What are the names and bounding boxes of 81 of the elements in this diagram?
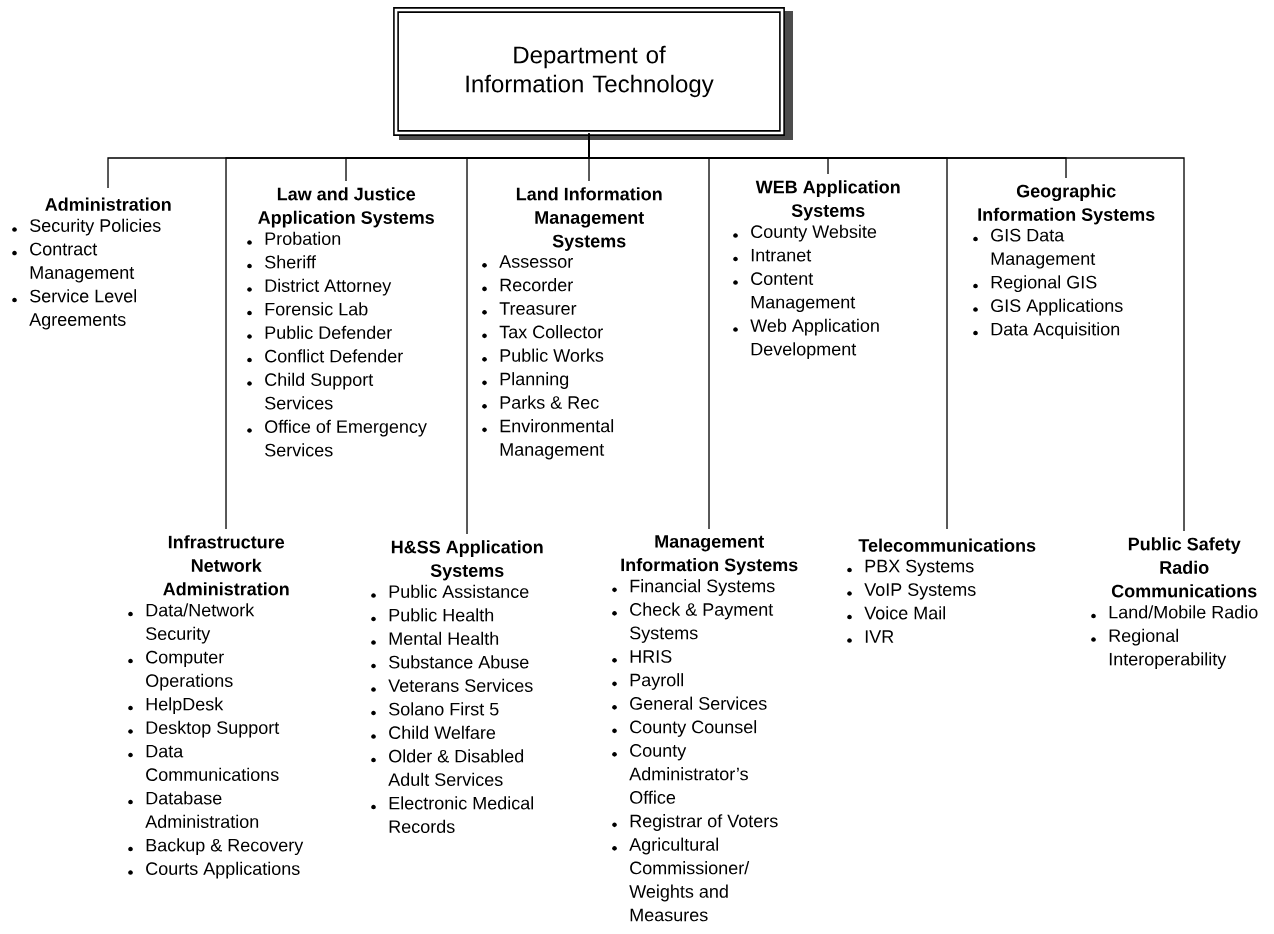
department-list: H&SS Application Systems Public Assistance Public Health Mental Health Substance Abuse Veterans Services Solano First 5 Child Welfare Older & Disabled Adult Services Electronic Medical Records — [371, 540, 543, 833]
node-label: Office of Emergency Services — [265, 419, 427, 457]
node-label: Desktop Support — [146, 720, 280, 738]
node-label: HelpDesk — [146, 697, 224, 715]
node-label: HRIS — [630, 650, 672, 663]
node-label: Management Information Systems — [621, 535, 798, 575]
node-label: General Services — [630, 696, 767, 710]
node-label: Web Application Development — [750, 318, 879, 360]
node-label: Solano First 5 — [389, 702, 499, 716]
node-label: Environmental Management — [500, 419, 614, 460]
department-list: WEB Application Systems County Website Intranet Content Management Web Application Development — [733, 180, 900, 360]
node-label: Public Safety Radio Communications — [1111, 537, 1257, 598]
node-label: Public Assistance — [389, 584, 529, 599]
node-label: Courts Applications — [146, 861, 300, 879]
node-label: Sheriff — [265, 255, 316, 269]
department-list: Infrastructure Network Administration Data/Network Security Computer Operations HelpDesk Desktop Support Data Communications Database Administration Backup & Recovery Courts Applications — [128, 535, 304, 879]
department-list: Administration Security Policies Contract Management Service Level Agreements — [12, 197, 171, 330]
node-label: Security Policies — [30, 218, 161, 236]
node-label: Public Health — [389, 608, 494, 622]
node-label: Tax Collector — [499, 325, 603, 339]
node-label: Agricultural Commissioner/ Weights and Measures — [629, 837, 750, 922]
node-label: Database Administration — [145, 791, 259, 828]
node-label: Telecommunications — [858, 538, 1036, 552]
node-label: Registrar of Voters — [630, 814, 778, 831]
department-list: Land Information Management Systems Assessor Recorder Treasurer Tax Collector Public Works Planning Parks & Rec Environmental Management — [482, 187, 662, 460]
node-label: Regional GIS — [991, 275, 1097, 293]
node-label: Service Level Agreements — [29, 289, 137, 330]
node-label: Veterans Services — [388, 678, 533, 692]
node-label: Contract Management — [30, 242, 135, 283]
node-label: Substance Abuse — [389, 655, 529, 669]
node-label: H&SS Application Systems — [391, 540, 543, 581]
connector-line — [588, 133, 1185, 532]
node-label: Administration — [45, 197, 171, 211]
department-list: Telecommunications PBX Systems VoIP Systems Voice Mail IVR — [847, 538, 1036, 643]
department-list: Law and Justice Application Systems Probation Sheriff District Attorney Forensic Lab Public Defender Conflict Defender Child Support Services Office of Emergency Services — [247, 187, 434, 457]
node-label: Infrastructure Network Administration — [163, 535, 289, 596]
node-label: Probation — [265, 231, 341, 246]
node-label: Parks & Rec — [500, 395, 599, 409]
node-label: Assessor — [499, 255, 573, 268]
node-label: Recorder — [500, 278, 573, 292]
node-label: Electronic Medical Records — [389, 796, 534, 833]
department-list: Management Information Systems Financial Systems Check & Payment Systems HRIS Payroll General Services County Counsel County Administrator’s Office Registrar of Voters Agricultural Commissioner/ Weights and Measures — [612, 535, 798, 922]
node-label: Data Acquisition — [991, 322, 1120, 340]
node-label: Check & Payment Systems — [630, 602, 774, 643]
node-label: Conflict Defender — [265, 349, 403, 363]
node-label: District Attorney — [265, 278, 392, 296]
department-list: Public Safety Radio Communications Land/Mobile Radio Regional Interoperability — [1091, 537, 1258, 670]
node-label: Public Works — [500, 348, 604, 362]
node-label: Child Welfare — [389, 725, 496, 739]
node-label: Data/Network Security — [146, 603, 255, 644]
node-label: Public Defender — [265, 325, 392, 339]
department-list: Geographic Information Systems GIS Data Management Regional GIS GIS Applications Data Acquisition — [973, 184, 1155, 340]
node-label: PBX Systems — [865, 559, 974, 576]
node-label: Planning — [500, 372, 569, 389]
node-label: VoIP Systems — [864, 583, 976, 600]
node-label: IVR — [865, 630, 894, 643]
node-label: GIS Applications — [991, 298, 1123, 316]
node-label: County Counsel — [630, 720, 757, 737]
node-label: Content Management — [751, 272, 856, 313]
node-label: Data Communications — [146, 744, 279, 781]
node-label: Payroll — [630, 673, 684, 690]
node-label: Regional Interoperability — [1109, 628, 1227, 670]
node-label: County Website — [751, 224, 877, 242]
node-label: GIS Data Management — [991, 228, 1096, 269]
node-label: Land Information Management Systems — [516, 187, 662, 251]
node-label: Geographic Information Systems — [978, 184, 1155, 225]
node-label: Treasurer — [499, 302, 577, 315]
node-label: Computer Operations — [146, 650, 233, 691]
node-label: Intranet — [751, 248, 812, 262]
node-label: Child Support Services — [265, 372, 374, 410]
node-label: County Administrator’s Office — [629, 744, 748, 804]
node-label: Financial Systems — [630, 579, 775, 596]
node-label: Land/Mobile Radio — [1109, 605, 1258, 619]
node-label: Voice Mail — [864, 606, 946, 620]
node-label: Older & Disabled Adult Services — [388, 749, 524, 786]
title-box: Department of Information Technology — [393, 7, 793, 140]
node-label: Backup & Recovery — [146, 838, 304, 856]
node-label: Mental Health — [389, 631, 499, 645]
node-label: Law and Justice Application Systems — [258, 187, 434, 228]
node-label: WEB Application Systems — [755, 180, 900, 221]
node-label: Forensic Lab — [265, 302, 368, 316]
